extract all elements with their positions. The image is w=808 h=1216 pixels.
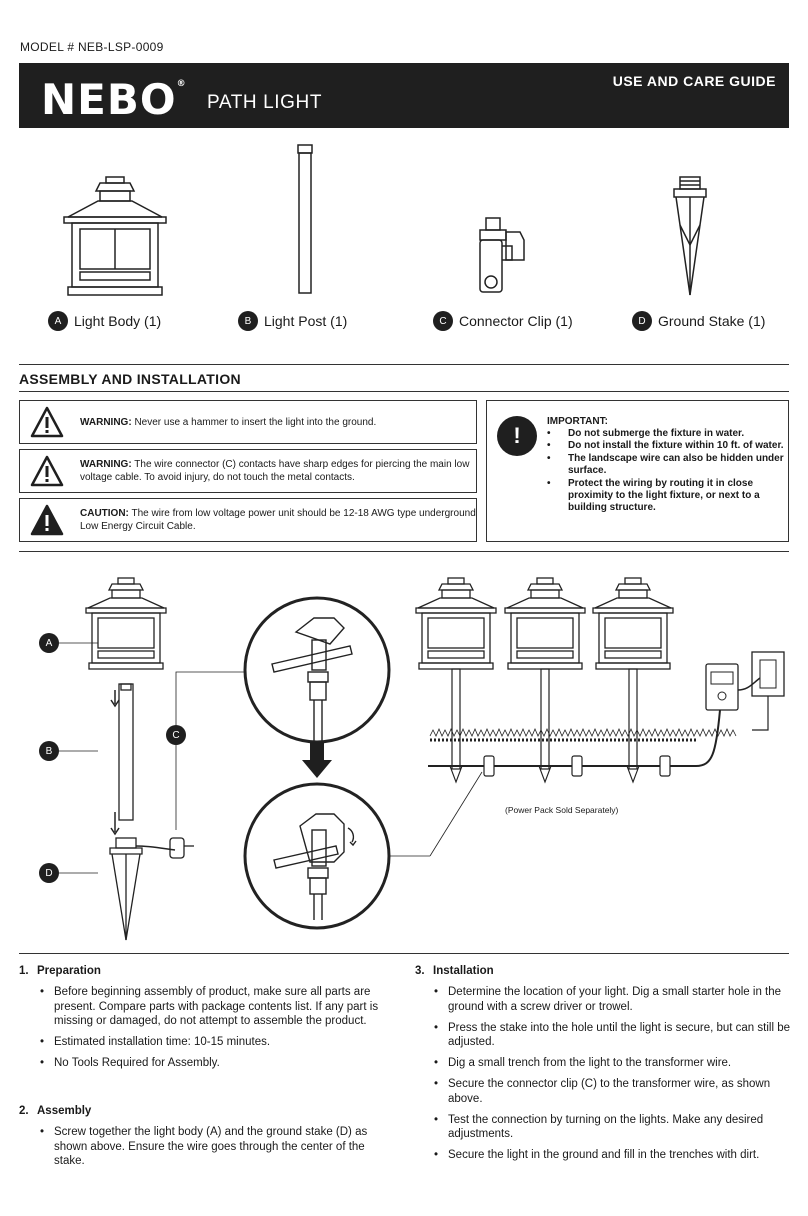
divider xyxy=(19,364,789,365)
divider xyxy=(19,953,789,954)
caution-box: CAUTION: The wire from low voltage power… xyxy=(19,498,477,542)
step-1-heading: 1.Preparation xyxy=(19,965,101,977)
divider xyxy=(19,391,789,392)
important-title: IMPORTANT: xyxy=(547,416,608,427)
guide-title: USE AND CARE GUIDE xyxy=(612,73,776,89)
part-b-badge: B xyxy=(238,311,258,331)
list-item: Do not submerge the fixture in water. xyxy=(535,428,785,441)
list-item: Secure the light in the ground and fill … xyxy=(432,1148,790,1163)
part-a-label: Light Body (1) xyxy=(74,313,162,329)
part-c-badge: C xyxy=(433,311,453,331)
caution-triangle-icon xyxy=(30,504,64,536)
part-d: D Ground Stake (1) xyxy=(632,311,765,331)
model-number: MODEL # NEB-LSP-0009 xyxy=(20,40,164,54)
part-a-badge: A xyxy=(48,311,68,331)
list-item: Dig a small trench from the light to the… xyxy=(432,1056,790,1071)
list-item: Screw together the light body (A) and th… xyxy=(38,1125,394,1169)
warning-text: Never use a hammer to insert the light i… xyxy=(131,416,377,428)
divider xyxy=(19,551,789,552)
part-b-label: Light Post (1) xyxy=(264,313,348,329)
list-item: Press the stake into the hole until the … xyxy=(432,1021,790,1050)
part-c: C Connector Clip (1) xyxy=(433,311,573,331)
connector-clip-icon xyxy=(479,217,525,293)
list-item: Before beginning assembly of product, ma… xyxy=(38,985,394,1029)
caution-lead: CAUTION: xyxy=(80,508,129,519)
header-banner: NEBO® PATH LIGHT USE AND CARE GUIDE xyxy=(19,63,789,128)
lantern-icon xyxy=(63,176,167,296)
list-item: Estimated installation time: 10-15 minut… xyxy=(38,1035,394,1050)
list-item: Protect the wiring by routing it in clos… xyxy=(535,478,785,515)
warning-lead: WARNING: xyxy=(80,416,132,428)
power-pack-note: (Power Pack Sold Separately) xyxy=(505,805,619,815)
warning-lead: WARNING: xyxy=(80,459,132,470)
list-item: No Tools Required for Assembly. xyxy=(38,1056,394,1071)
caution-text: The wire from low voltage power unit sho… xyxy=(80,508,476,532)
warning-triangle-icon xyxy=(30,455,64,487)
list-item: The landscape wire can also be hidden un… xyxy=(535,453,785,478)
part-d-label: Ground Stake (1) xyxy=(658,313,766,329)
exclamation-icon: ! xyxy=(497,416,537,456)
part-b: B Light Post (1) xyxy=(238,311,347,331)
list-item: Do not install the fixture within 10 ft.… xyxy=(535,440,785,453)
list-item: Determine the location of your light. Di… xyxy=(432,985,790,1014)
diagram-label-b: B xyxy=(39,741,59,761)
important-list: Do not submerge the fixture in water. Do… xyxy=(535,428,785,515)
diagram-label-c: C xyxy=(166,725,186,745)
list-item: Secure the connector clip (C) to the tra… xyxy=(432,1077,790,1106)
step-2-heading: 2.Assembly xyxy=(19,1105,92,1117)
diagram-label-a: A xyxy=(39,633,59,653)
list-item: Test the connection by turning on the li… xyxy=(432,1113,790,1142)
product-name: PATH LIGHT xyxy=(207,92,323,113)
assembly-diagram xyxy=(57,577,785,941)
part-c-label: Connector Clip (1) xyxy=(459,313,573,329)
part-a: A Light Body (1) xyxy=(48,311,161,331)
warning-box-2: WARNING: The wire connector (C) contacts… xyxy=(19,449,477,493)
part-d-badge: D xyxy=(632,311,652,331)
step-2-list: Screw together the light body (A) and th… xyxy=(38,1125,394,1175)
ground-stake-icon xyxy=(673,176,707,296)
section-title: ASSEMBLY AND INSTALLATION xyxy=(19,371,241,387)
step-3-heading: 3.Installation xyxy=(415,965,494,977)
important-box: ! IMPORTANT: Do not submerge the fixture… xyxy=(486,400,789,542)
warning-text: The wire connector (C) contacts have sha… xyxy=(80,459,470,483)
warning-triangle-icon xyxy=(30,406,64,438)
brand-logo: NEBO® xyxy=(41,75,187,124)
warning-box-1: WARNING: Never use a hammer to insert th… xyxy=(19,400,477,444)
diagram-label-d: D xyxy=(39,863,59,883)
step-3-list: Determine the location of your light. Di… xyxy=(432,985,790,1169)
step-1-list: Before beginning assembly of product, ma… xyxy=(38,985,394,1077)
post-icon xyxy=(297,144,313,294)
